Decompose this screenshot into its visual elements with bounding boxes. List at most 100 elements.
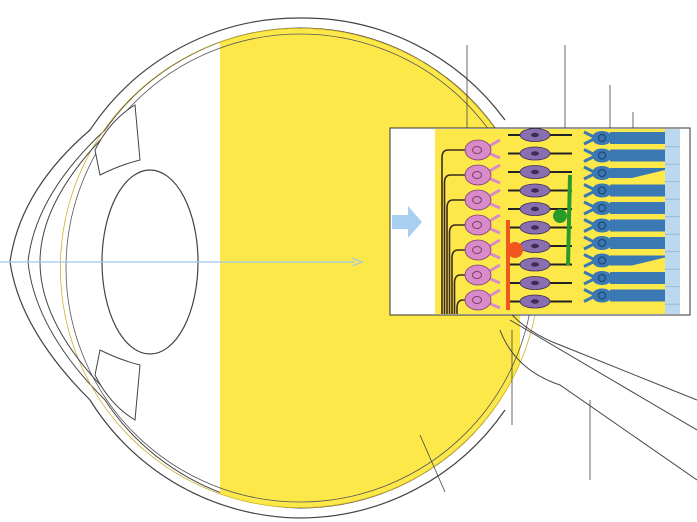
horizontal-cell-body <box>507 242 523 258</box>
retina-inset <box>389 127 691 316</box>
photoreceptor-body <box>592 131 612 145</box>
ganglion-body <box>464 264 492 286</box>
photoreceptor-nucleus <box>598 186 606 195</box>
photoreceptor-nucleus <box>598 204 606 212</box>
bipolar-cell <box>508 276 572 290</box>
ganglion-body <box>464 239 492 261</box>
ganglion-axon <box>456 299 465 314</box>
ganglion-axon <box>451 249 465 314</box>
bipolar-cell <box>508 257 572 272</box>
bipolar-nucleus <box>531 188 539 193</box>
ganglion-cell <box>464 138 501 161</box>
ganglion-cell <box>464 213 501 236</box>
photoreceptor <box>583 148 680 165</box>
ganglion-axon <box>453 274 465 314</box>
amacrine-cell-process <box>566 174 572 266</box>
bipolar-nucleus <box>531 262 539 267</box>
ganglion-nucleus <box>472 296 482 304</box>
ciliary-body-lower <box>94 349 141 421</box>
ganglion-axons <box>441 149 465 314</box>
bipolar-nucleus <box>531 299 539 304</box>
photoreceptor-nucleus <box>598 169 606 177</box>
ganglion-body <box>464 139 492 161</box>
photoreceptor-body <box>592 183 612 198</box>
horizontal-cell <box>506 220 523 310</box>
bipolar-cell <box>508 146 572 161</box>
ganglion-axon <box>443 174 465 314</box>
rod-outer-segment <box>610 219 665 232</box>
label-leaders <box>419 45 634 493</box>
photoreceptor <box>583 288 680 305</box>
bipolar-cell <box>508 202 572 216</box>
photoreceptor-body <box>592 253 612 268</box>
ganglion-body <box>464 214 492 236</box>
bipolar-nucleus <box>531 243 539 249</box>
ganglion-body <box>464 289 492 311</box>
rod-outer-segment <box>610 149 665 162</box>
photoreceptor-nucleus <box>598 239 606 247</box>
photoreceptor <box>583 165 680 183</box>
bipolar-nucleus <box>531 206 539 212</box>
photoreceptor <box>583 218 680 235</box>
optic-nerve <box>499 299 697 481</box>
photoreceptor <box>583 130 680 148</box>
photoreceptor <box>583 235 680 253</box>
photoreceptor-nucleus <box>598 256 606 265</box>
ganglion-cell <box>464 238 501 261</box>
rod-outer-segment <box>610 132 665 144</box>
cone-outer-segment <box>610 168 665 178</box>
photoreceptor <box>583 270 680 288</box>
bipolar-nucleus <box>531 225 539 230</box>
ganglion-cell <box>464 288 501 311</box>
rod-outer-segment <box>610 237 665 249</box>
light-direction-arrow <box>392 206 422 238</box>
light-ray-arrowhead <box>351 257 364 267</box>
photoreceptor-nucleus <box>598 291 606 300</box>
ganglion-nucleus <box>472 221 482 229</box>
photoreceptor-nucleus <box>598 134 606 142</box>
cone-outer-segment <box>610 255 665 266</box>
photoreceptor <box>583 253 680 270</box>
photoreceptor-nucleus <box>598 274 606 282</box>
ciliary-body-upper <box>94 104 141 176</box>
bipolar-cell <box>508 294 572 309</box>
rod-outer-segment <box>610 202 665 214</box>
rod-outer-segment <box>610 272 665 284</box>
ganglion-nucleus <box>472 146 482 154</box>
ganglion-axon <box>448 224 465 314</box>
photoreceptor-body <box>592 148 612 163</box>
ganglion-body <box>464 189 492 211</box>
photoreceptor-body <box>592 201 612 215</box>
bipolar-nucleus <box>531 132 539 138</box>
ganglion-nucleus <box>472 271 482 279</box>
photoreceptor-body <box>592 236 612 250</box>
bipolar-cell <box>508 165 572 179</box>
photoreceptor-nucleus <box>598 221 606 230</box>
photoreceptor-nucleus <box>598 151 606 160</box>
bipolar-nucleus <box>531 169 539 175</box>
bipolar-cell <box>508 220 572 235</box>
bipolar-nucleus <box>531 151 539 156</box>
photoreceptor <box>583 183 680 200</box>
sclera-outline <box>9 17 506 519</box>
ganglion-nucleus <box>472 246 482 254</box>
ganglion-axon <box>441 149 465 314</box>
photoreceptor-body <box>592 288 612 303</box>
rod-outer-segment <box>610 289 665 302</box>
ganglion-body <box>464 164 492 186</box>
ganglion-nucleus <box>472 196 482 204</box>
rod-outer-segment <box>610 184 665 197</box>
ganglion-nucleus <box>472 171 482 179</box>
photoreceptor-body <box>592 271 612 285</box>
bipolar-cell <box>508 183 572 198</box>
ganglion-cell <box>464 163 501 186</box>
ganglion-axon <box>446 199 465 314</box>
photoreceptor-body <box>592 218 612 233</box>
ganglion-cell <box>464 263 501 286</box>
amacrine-cell <box>553 174 572 266</box>
pigment-epithelium <box>665 129 680 314</box>
photoreceptor-body <box>592 166 612 180</box>
bipolar-cell <box>508 128 572 142</box>
ganglion-cell <box>464 188 501 211</box>
